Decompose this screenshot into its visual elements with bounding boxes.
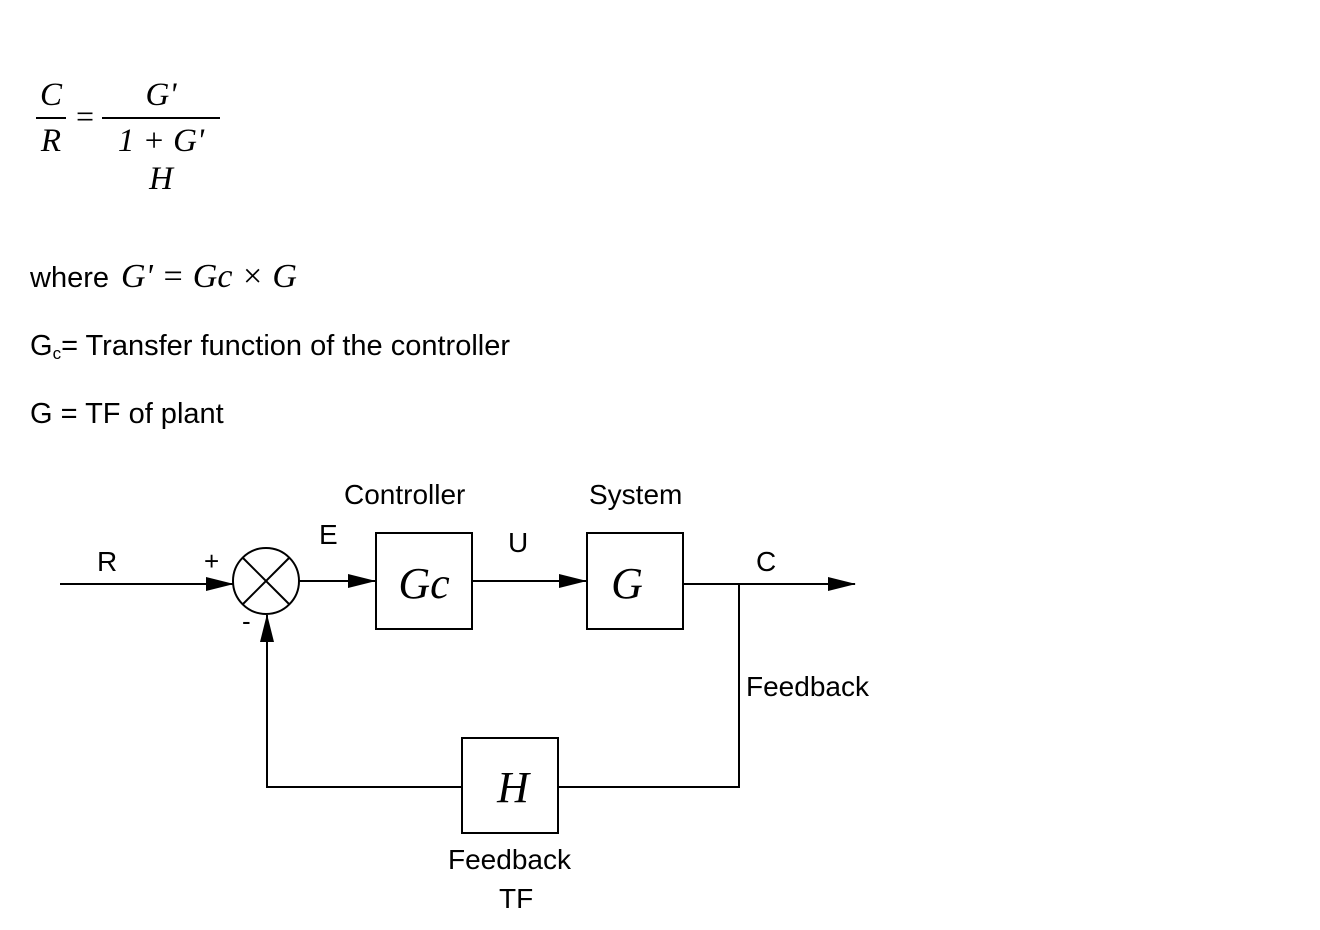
fraction-bar	[102, 117, 220, 119]
system-label: System	[589, 479, 683, 510]
gc-definition-text: = Transfer function of the controller	[61, 330, 510, 362]
formula-numerator-c: C	[39, 77, 62, 113]
feedback-path-label: Feedback	[746, 671, 869, 702]
feedback-block	[461, 737, 559, 834]
formula-denominator-r: R	[40, 122, 62, 159]
gc-symbol: G	[30, 330, 53, 362]
system-block-text: G	[611, 559, 643, 608]
block-diagram: R + - E Controller Gc U System G C Feedb…	[0, 470, 1320, 930]
where-word: where	[30, 262, 109, 294]
error-label-e: E	[319, 519, 338, 550]
formula-denominator: 1 + G' H	[117, 122, 205, 197]
fraction-bar	[36, 117, 66, 119]
feedback-tf-label-line2: TF	[499, 883, 534, 914]
controller-block	[375, 532, 473, 630]
controller-label: Controller	[344, 479, 466, 510]
gc-definition: Gc= Transfer function of the controller	[30, 330, 510, 364]
formula-numerator-g-prime: G'	[145, 77, 177, 113]
output-label-c: C	[756, 546, 777, 577]
feedback-tf-label-line1: Feedback	[448, 844, 571, 875]
equals-sign: =	[76, 98, 95, 134]
control-signal-label-u: U	[508, 527, 529, 558]
where-expression: G' = Gc × G	[121, 258, 297, 295]
fraction-c-over-r: C R	[36, 76, 66, 160]
where-line: where G' = Gc × G	[30, 258, 297, 296]
summing-junction	[232, 547, 300, 615]
controller-block-text: Gc	[398, 559, 450, 608]
system-block	[586, 532, 684, 630]
plus-sign: +	[204, 546, 220, 576]
fraction-transfer: G' 1 + G' H	[102, 76, 220, 198]
block-diagram-svg	[60, 532, 856, 834]
feedback-block-text: H	[497, 763, 529, 812]
gc-subscript: c	[52, 344, 62, 363]
g-definition: G = TF of plant	[30, 398, 224, 430]
feedback-takeoff-line	[558, 584, 740, 788]
minus-sign: -	[242, 606, 251, 636]
input-label-r: R	[97, 546, 118, 577]
feedback-return-line	[260, 614, 462, 788]
